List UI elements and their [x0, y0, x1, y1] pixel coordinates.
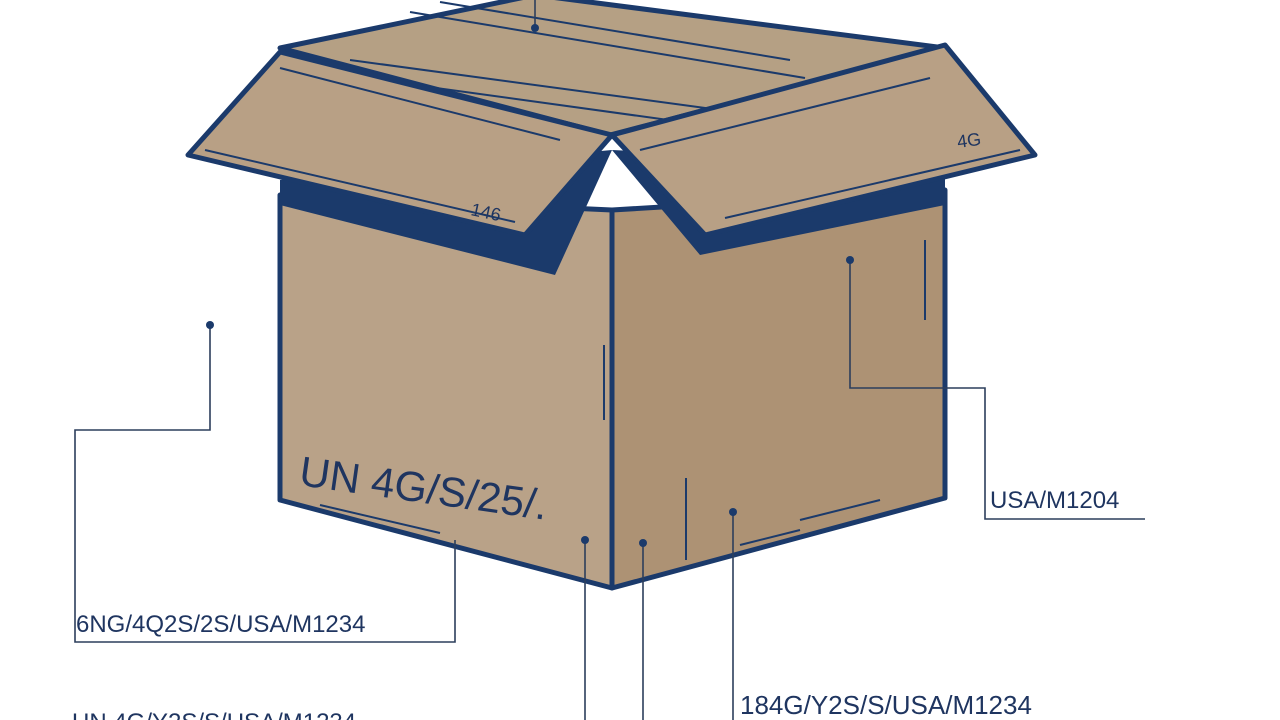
right-flap-lines — [639, 77, 1021, 219]
callout-left-label: 6NG/4Q2S/2S/USA/M1234 — [76, 611, 365, 638]
box-left-flap — [185, 49, 615, 238]
leader-lines — [74, 0, 1145, 720]
callout-bottom-left-label: UN 4G/Y2S/S/USA/M1234 — [72, 709, 356, 720]
box-right-flap — [609, 42, 1038, 238]
front-detail-lines — [319, 240, 926, 560]
right-flap-marking: 4G — [956, 129, 983, 152]
callout-right-label: USA/M1204 — [990, 487, 1119, 514]
left-flap-lines — [204, 67, 561, 223]
box-side-face — [609, 187, 948, 591]
leader-dots — [206, 24, 854, 547]
callout-bottom-center-label: 184G/Y2S/S/USA/M1234 — [740, 690, 1032, 720]
